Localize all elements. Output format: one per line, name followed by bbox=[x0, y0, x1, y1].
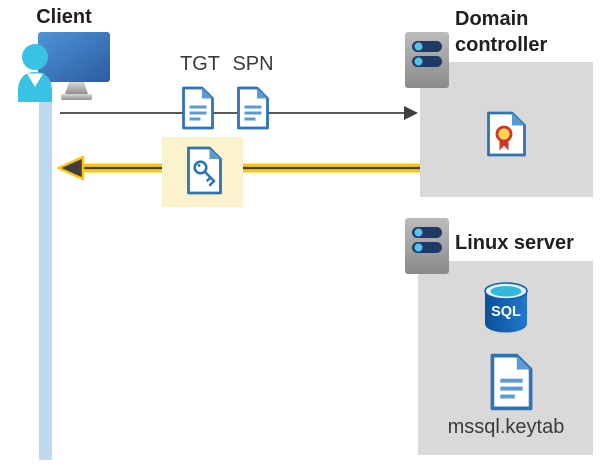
response-arrow bbox=[57, 154, 420, 187]
keytab-filename-label: mssql.keytab bbox=[447, 416, 565, 438]
domain-controller-label: Domain controller bbox=[455, 8, 548, 56]
spn-label: SPN bbox=[232, 53, 274, 75]
linux-server-label: Linux server bbox=[455, 232, 574, 254]
tgt-label: TGT bbox=[180, 53, 220, 75]
linux-server-icon bbox=[404, 217, 450, 280]
sql-icon-label: SQL bbox=[491, 304, 521, 320]
keytab-document-icon bbox=[489, 353, 534, 416]
tgt-document-icon bbox=[181, 86, 215, 135]
key-ticket-document-icon bbox=[186, 146, 223, 200]
client-lifeline bbox=[39, 97, 52, 460]
sql-database-icon: SQL bbox=[483, 282, 529, 339]
spn-document-icon bbox=[236, 86, 270, 135]
request-arrow-line bbox=[60, 112, 406, 114]
client-user-computer-icon bbox=[16, 30, 112, 107]
client-label: Client bbox=[36, 6, 92, 28]
request-arrow-head-icon bbox=[404, 106, 418, 120]
certificate-document-icon bbox=[486, 111, 527, 162]
domain-controller-server-icon bbox=[404, 31, 450, 94]
